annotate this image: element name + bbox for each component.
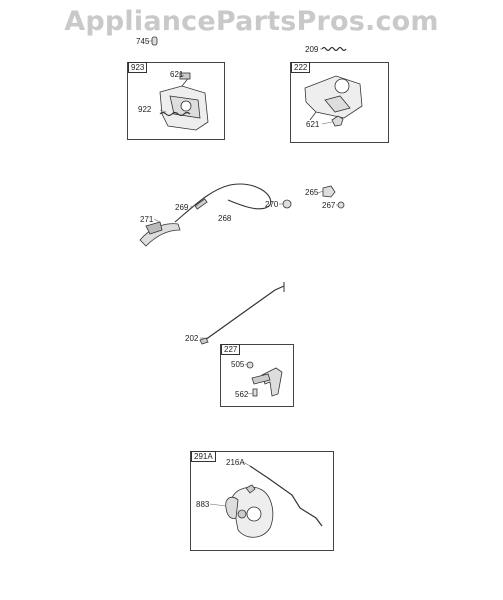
group-label-291a: 291A — [191, 451, 216, 462]
part-271-control-lever — [139, 221, 181, 247]
part-label-202: 202 — [185, 334, 199, 343]
site-watermark: AppliancePartsPros.com — [64, 6, 439, 37]
part-label-267: 267 — [322, 201, 336, 210]
part-label-922: 922 — [138, 105, 152, 114]
part-923-control-assembly — [159, 72, 209, 131]
part-922-spring — [159, 111, 191, 117]
part-883-bracket — [225, 496, 239, 519]
group-box-923 — [127, 62, 225, 140]
part-label-621-bottom: 621 — [306, 120, 320, 129]
part-label-270: 270 — [265, 200, 279, 209]
part-505-bolt — [246, 361, 254, 369]
part-label-621-top: 621 — [170, 70, 184, 79]
part-267-washer — [337, 201, 345, 209]
part-label-883: 883 — [196, 500, 210, 509]
group-box-291a — [190, 451, 334, 551]
group-box-222 — [290, 62, 389, 143]
part-291a-assembly — [231, 465, 323, 538]
part-745-pin — [151, 36, 158, 46]
part-label-269: 269 — [175, 203, 189, 212]
part-label-745: 745 — [136, 37, 150, 46]
part-label-268: 268 — [218, 214, 232, 223]
part-label-209: 209 — [305, 45, 319, 54]
part-label-505: 505 — [231, 360, 245, 369]
group-label-222: 222 — [291, 62, 311, 73]
part-202-link-rod — [199, 282, 285, 345]
group-label-923: 923 — [128, 62, 148, 73]
part-562-screw — [252, 388, 258, 397]
part-label-562: 562 — [235, 390, 249, 399]
group-box-227 — [220, 344, 294, 407]
part-label-271: 271 — [140, 215, 154, 224]
part-222-control-bracket — [304, 75, 363, 121]
part-label-216a: 216A — [226, 458, 245, 467]
part-265-block — [322, 185, 336, 198]
group-label-227: 227 — [221, 344, 241, 355]
part-621-clip — [331, 115, 344, 127]
part-209-spring — [321, 46, 347, 52]
part-270-nut — [282, 199, 292, 209]
part-label-265: 265 — [305, 188, 319, 197]
part-268-throttle-cable — [174, 183, 272, 223]
part-227-governor-lever — [251, 367, 283, 397]
